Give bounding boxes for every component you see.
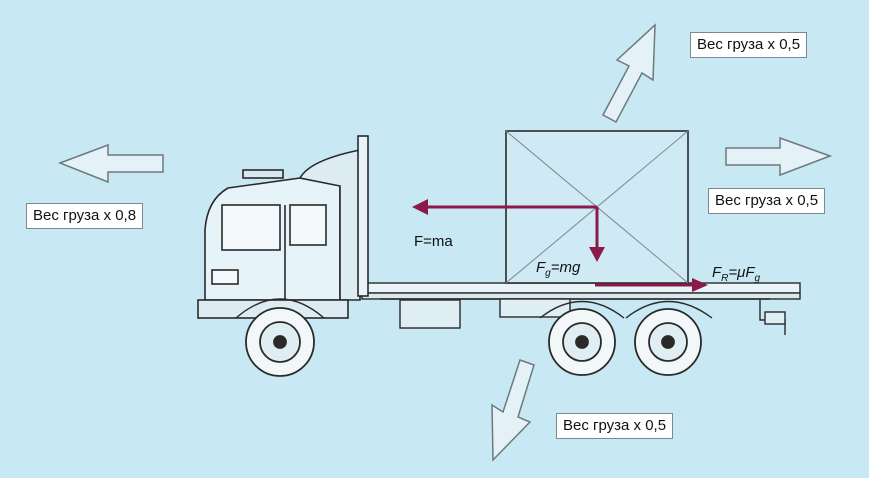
formula-gravity-rest: =mg <box>550 259 581 276</box>
wheel-rear-2 <box>634 308 702 376</box>
label-bottom: Вес груза х 0,5 <box>556 413 674 439</box>
formula-friction: FR=μFg <box>712 264 760 284</box>
formula-gravity-sub: g <box>545 268 551 279</box>
label-top-right: Вес груза х 0,5 <box>690 32 808 58</box>
formula-gravity: Fg=mg <box>536 259 580 279</box>
direction-arrow-left <box>57 143 164 184</box>
wheel-arches <box>235 298 713 319</box>
formula-friction-main: F <box>712 264 722 281</box>
formula-inertia: F=ma <box>414 233 453 250</box>
label-left: Вес груза х 0,8 <box>26 203 144 229</box>
formula-gravity-main: F <box>536 259 546 276</box>
wheel-front <box>245 307 315 377</box>
direction-arrow-down-left <box>491 359 535 462</box>
wheel-rear-1 <box>548 308 616 376</box>
force-arrow-inertia <box>412 199 597 215</box>
formula-friction-sub: R <box>721 273 729 284</box>
direction-arrow-right <box>725 136 833 177</box>
force-arrow-friction <box>595 278 708 292</box>
direction-arrow-up-right <box>601 23 656 124</box>
label-right: Вес груза х 0,5 <box>708 188 826 214</box>
formula-friction-sub2: g <box>754 273 761 284</box>
formula-friction-mid: =μF <box>728 264 755 281</box>
truck-cab <box>197 135 369 319</box>
force-arrow-gravity <box>589 207 605 262</box>
